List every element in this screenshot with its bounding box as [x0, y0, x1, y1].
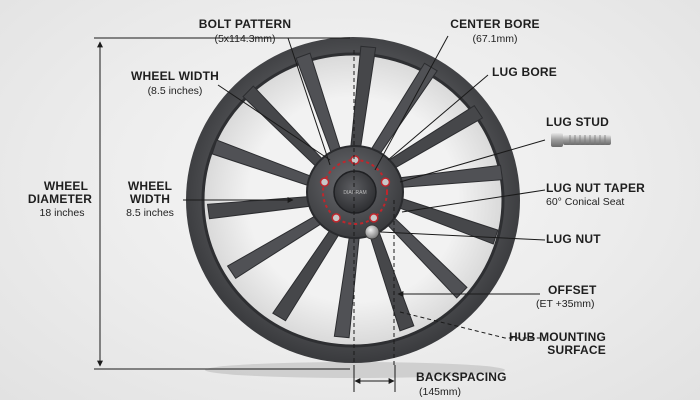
wheel-diameter-detail: 18 inches: [39, 207, 85, 219]
lug-nut: [364, 224, 380, 240]
wheel-diameter-label-1: WHEEL: [43, 179, 89, 193]
wheel-width-mid-detail: 8.5 inches: [126, 207, 174, 219]
wheel-diameter-label-2: DIAMETER: [27, 192, 93, 206]
lug-stud: [551, 133, 611, 147]
lug-hole: [369, 213, 379, 223]
wheel-shadow: [205, 362, 505, 378]
backspacing-detail: (145mm): [419, 386, 462, 398]
wheel-width-top-detail: (8.5 inches): [147, 85, 203, 97]
lug-nut-taper-detail: 60° Conical Seat: [546, 196, 625, 208]
lug-hole: [319, 177, 330, 187]
lug-nut-label: LUG NUT: [546, 232, 601, 246]
hub-mounting-label-1: HUB MOUNTING: [508, 330, 606, 344]
lug-holes: [319, 155, 391, 223]
wheel-width-mid-label-1: WHEEL: [127, 179, 173, 193]
leader-lines: [217, 35, 546, 339]
lug-hole: [331, 213, 341, 223]
wheel-width-top-label: WHEEL WIDTH: [131, 69, 219, 83]
bolt-pattern-detail: (5x114.3mm): [214, 33, 276, 45]
center-cap: [333, 170, 377, 214]
lug-hole: [380, 177, 391, 187]
bolt-pattern-label: BOLT PATTERN: [198, 17, 292, 31]
wheel-width-mid-label-2: WIDTH: [129, 192, 171, 206]
offset-label: OFFSET: [548, 283, 597, 297]
center-bore-label: CENTER BORE: [450, 17, 540, 31]
backspacing-label: BACKSPACING: [416, 370, 507, 384]
lug-bore-label: LUG BORE: [492, 65, 557, 79]
hub-mounting-label-2: SURFACE: [547, 343, 606, 357]
dimension-lines: [94, 37, 396, 392]
lug-nut-taper-label: LUG NUT TAPER: [546, 181, 646, 195]
lug-stud-label: LUG STUD: [546, 115, 609, 129]
lug-hole: [350, 155, 360, 165]
offset-detail: (ET +35mm): [536, 298, 595, 310]
center-bore-detail: (67.1mm): [472, 33, 518, 45]
center-cap-text: DIAGRAM: [343, 190, 366, 196]
spokes: [206, 45, 504, 339]
